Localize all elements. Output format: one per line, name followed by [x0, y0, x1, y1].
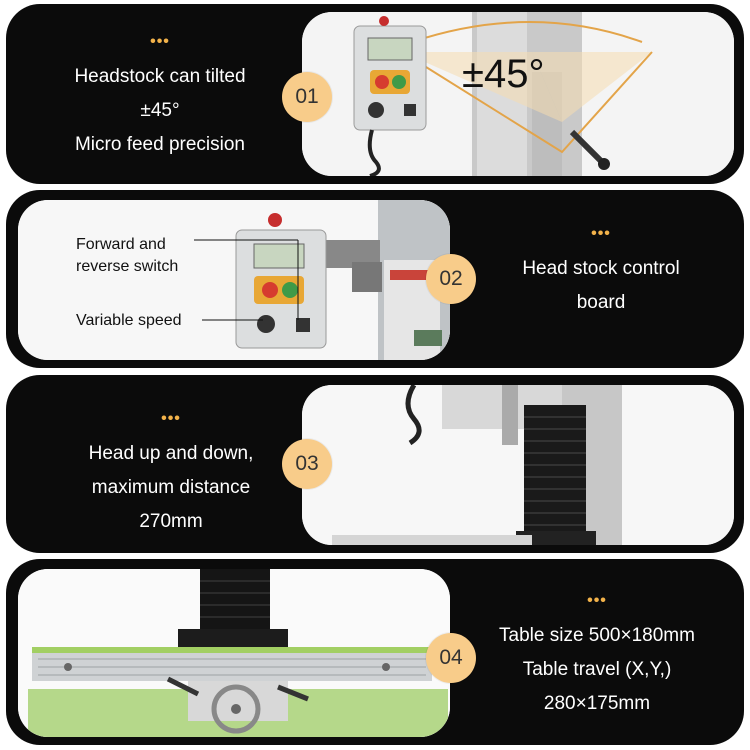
- callout-line: Forward and: [76, 236, 166, 253]
- headstock-photo: ±45°: [302, 12, 734, 176]
- feature-line: board: [576, 292, 626, 313]
- machine-head-illustration: [302, 12, 734, 176]
- decorative-dots: •••: [591, 225, 611, 242]
- feature-card-control-board: Forward and reverse switch Variable spee…: [6, 190, 744, 368]
- feature-card-table: ••• Table size 500×180mm Table travel (X…: [6, 559, 744, 745]
- feature-line: ±45°: [140, 100, 180, 121]
- feature-text: ••• Head up and down, maximum distance 2…: [36, 411, 306, 539]
- work-table-photo: [18, 569, 450, 737]
- feature-line: Table size 500×180mm: [499, 625, 695, 646]
- feature-line: Headstock can tilted: [74, 66, 246, 87]
- callout-line: reverse switch: [76, 258, 179, 275]
- step-number-badge: 03: [282, 439, 332, 489]
- feature-line: 270mm: [139, 511, 203, 532]
- step-number-badge: 02: [426, 254, 476, 304]
- feature-line: Head stock control: [522, 258, 680, 279]
- feature-line: 280×175mm: [543, 693, 651, 714]
- step-number-badge: 04: [426, 633, 476, 683]
- callout-forward-reverse: Forward and reverse switch: [76, 234, 178, 278]
- column-bellows-photo: [302, 385, 734, 545]
- work-table-illustration: [18, 569, 450, 737]
- feature-card-head-travel: ••• Head up and down, maximum distance 2…: [6, 375, 744, 553]
- feature-text: ••• Headstock can tilted ±45° Micro feed…: [36, 34, 284, 162]
- feature-line: Table travel (X,Y,): [522, 659, 672, 680]
- feature-text: ••• Table size 500×180mm Table travel (X…: [454, 593, 740, 721]
- feature-line: Micro feed precision: [74, 134, 246, 155]
- decorative-dots: •••: [150, 33, 170, 50]
- feature-text: ••• Head stock control board: [476, 226, 726, 320]
- column-bellows-illustration: [302, 385, 734, 545]
- callout-variable-speed: Variable speed: [76, 312, 182, 329]
- feature-line: maximum distance: [91, 477, 251, 498]
- feature-card-headstock-tilt: ••• Headstock can tilted ±45° Micro feed…: [6, 4, 744, 184]
- feature-line: Head up and down,: [88, 443, 254, 464]
- step-number-badge: 01: [282, 72, 332, 122]
- control-board-photo: Forward and reverse switch Variable spee…: [18, 200, 450, 360]
- decorative-dots: •••: [587, 592, 607, 609]
- tilt-angle-label: ±45°: [462, 52, 545, 96]
- decorative-dots: •••: [161, 410, 181, 427]
- control-box-illustration: [18, 200, 450, 360]
